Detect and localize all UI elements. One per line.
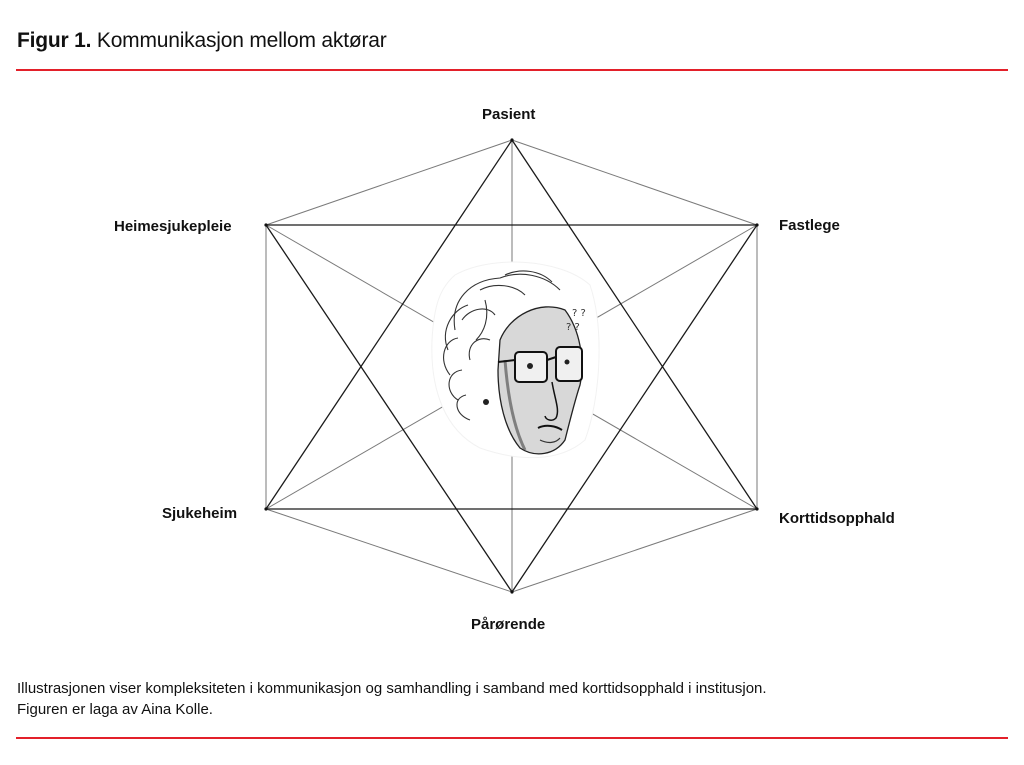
- figure-title: Figur 1. Kommunikasjon mellom aktørar: [17, 29, 387, 53]
- vertex-dots: [264, 138, 759, 594]
- top-divider: [16, 69, 1008, 71]
- svg-text:? ?: ? ?: [566, 322, 580, 333]
- figure-number: Figur 1.: [17, 29, 92, 52]
- node-label-pasient: Pasient: [482, 106, 536, 123]
- node-label-sjukeheim: Sjukeheim: [162, 505, 238, 522]
- question-marks: ? ?: [572, 308, 586, 319]
- node-label-korttidsopphald: Korttidsopphald: [779, 510, 895, 527]
- star-lines: [265, 139, 758, 593]
- figure-title-text: Kommunikasjon mellom aktørar: [96, 29, 387, 52]
- figure-caption: Illustrasjonen viser kompleksiteten i ko…: [17, 678, 767, 720]
- node-label-heimesjukepleie: Heimesjukepleie: [114, 218, 232, 235]
- center-portrait: ? ? ? ?: [431, 261, 600, 459]
- node-label-fastlege: Fastlege: [779, 217, 840, 234]
- bottom-divider: [16, 737, 1008, 739]
- caption-line-2: Figuren er laga av Aina Kolle.: [17, 701, 213, 718]
- node-label-parorende: Pårørende: [471, 616, 546, 633]
- caption-line-1: Illustrasjonen viser kompleksiteten i ko…: [17, 680, 767, 697]
